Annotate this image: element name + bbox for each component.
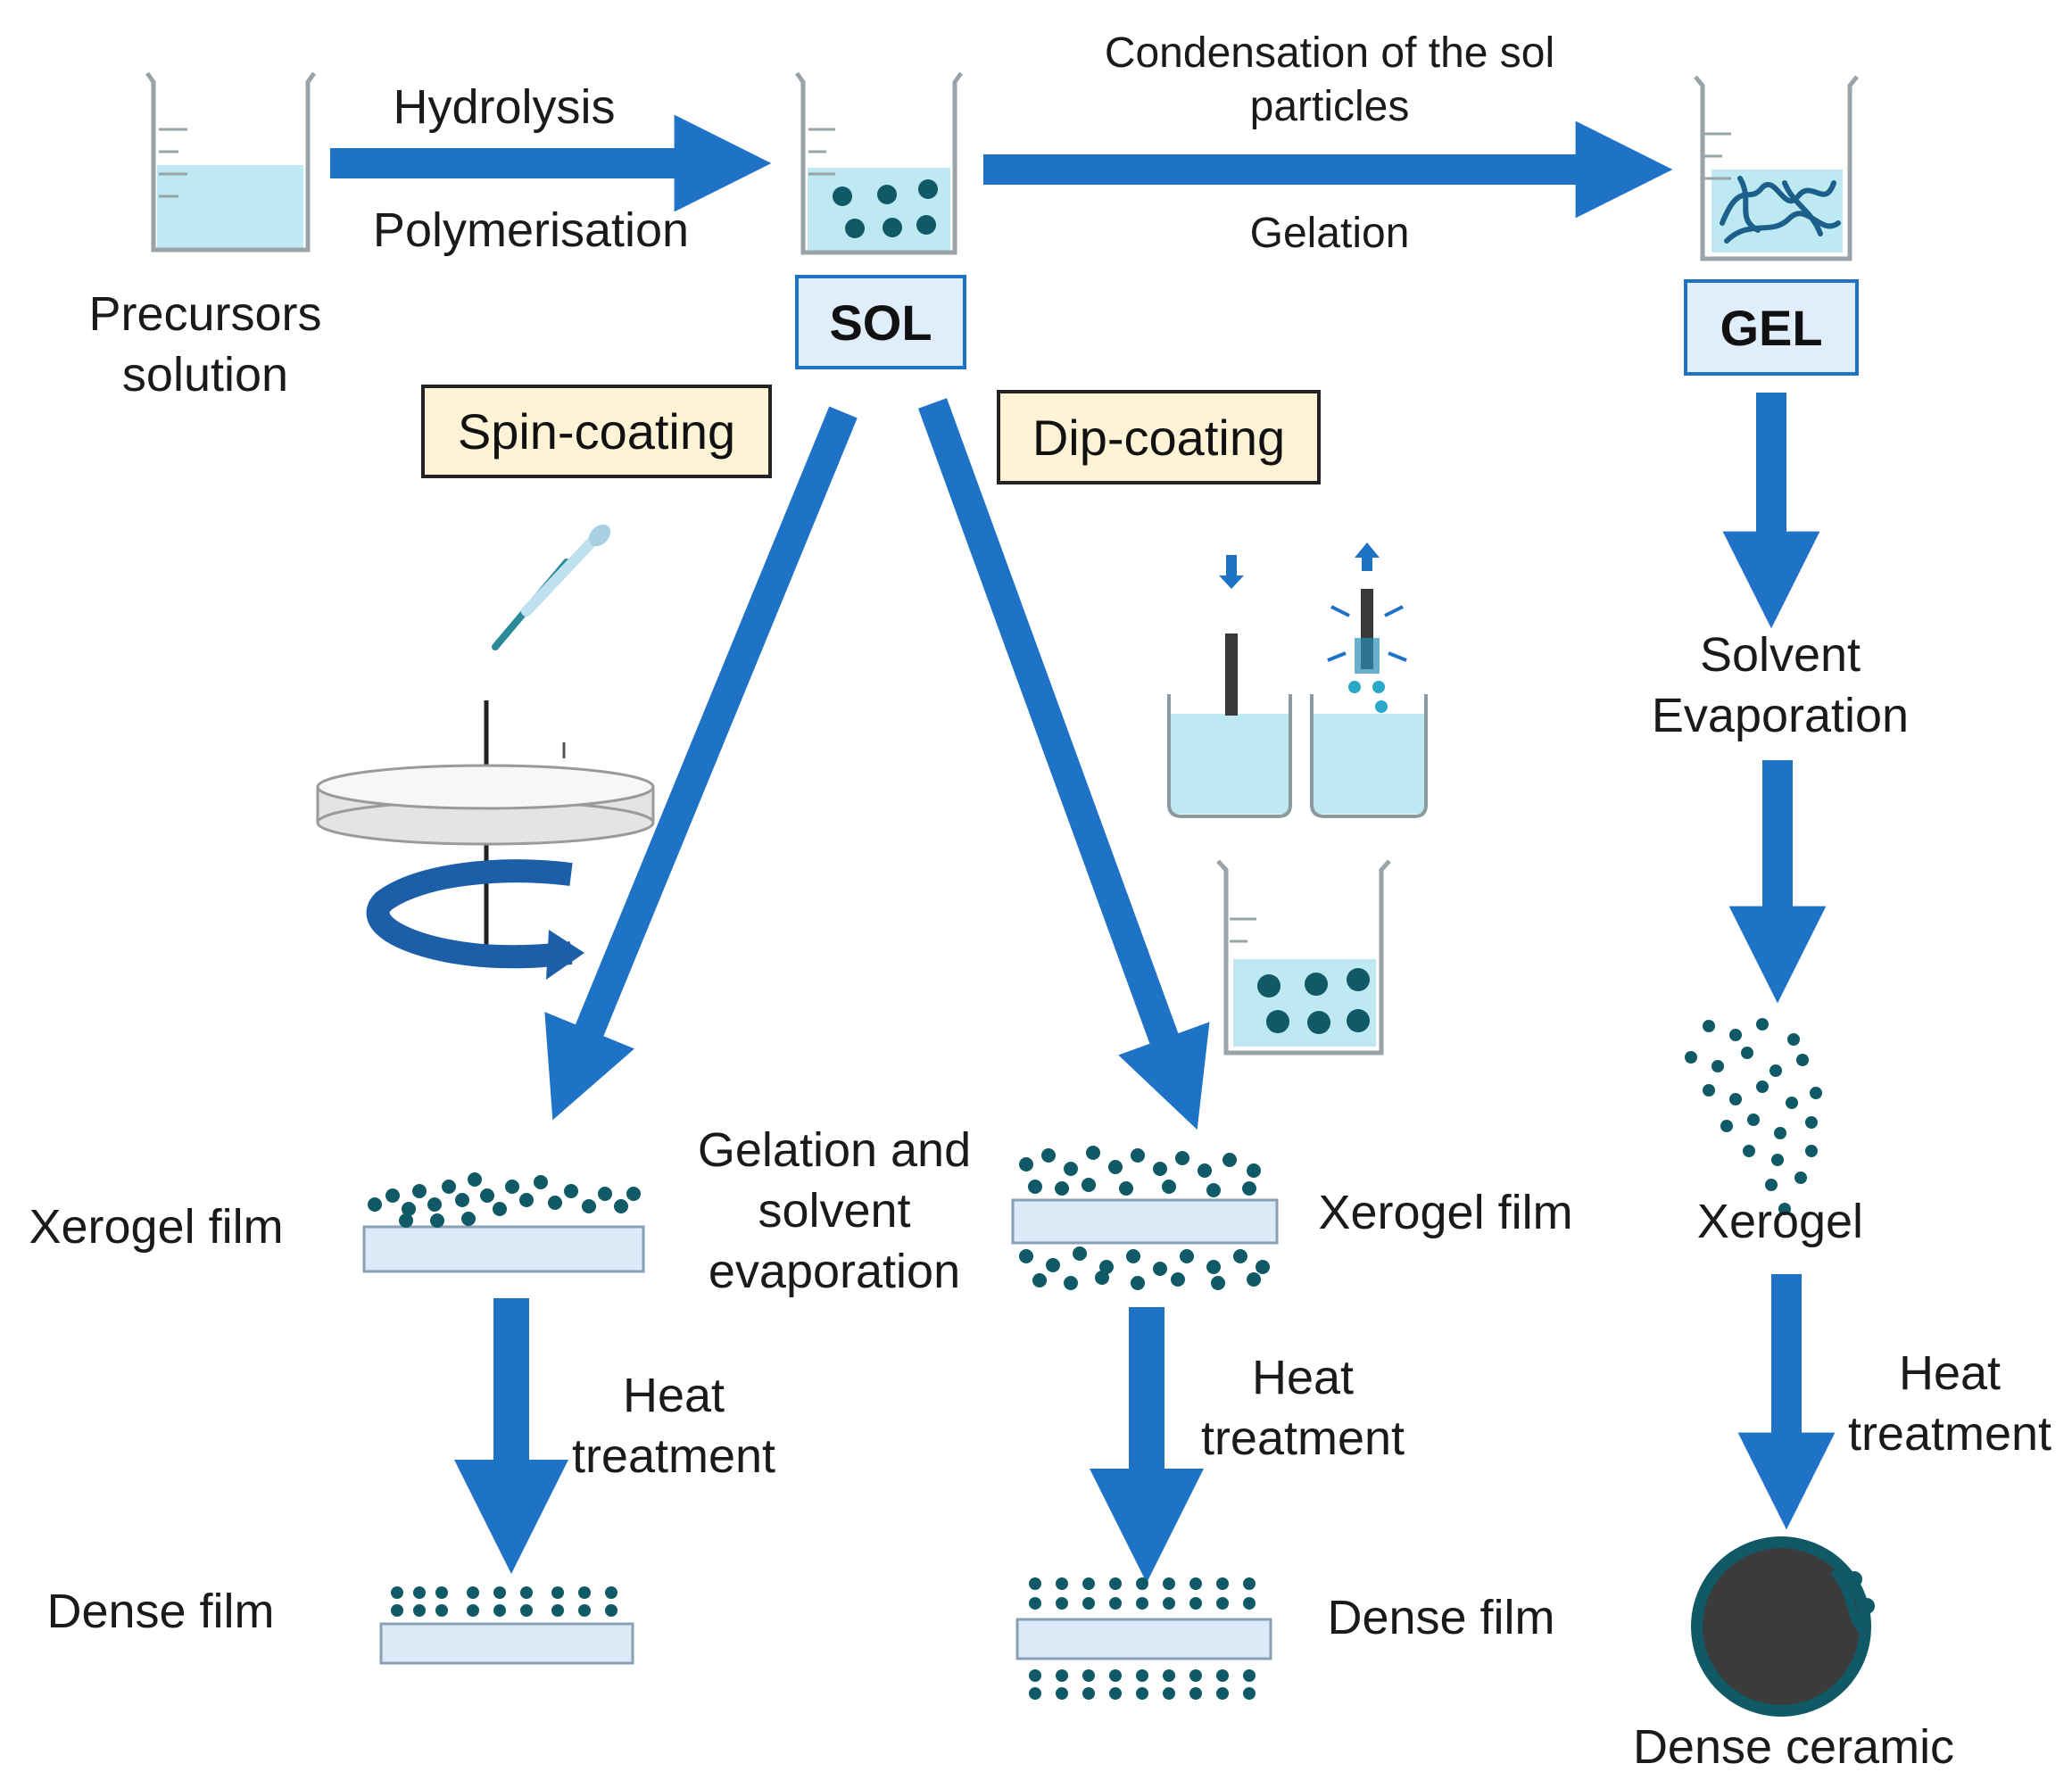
gelation-evaporation-label: Gelation and solvent evaporation [665,1120,1004,1302]
sol-box: SOL [795,275,966,369]
gel-box: GEL [1684,279,1859,376]
solvent-evaporation-line1: Solvent [1699,628,1861,682]
dense-ceramic-icon [1691,1536,1875,1717]
dip-heat-line1: Heat [1251,1351,1355,1404]
precursors-beaker [145,71,317,253]
xerogel-powder-icon [1685,1018,1822,1215]
pipette-icon [492,524,611,650]
gelation-label: Gelation [1249,210,1410,257]
spin-xerogel-label: Xerogel film [29,1200,284,1254]
spin-heat-line1: Heat [622,1369,725,1422]
hydrolysis-label: Hydrolysis [393,80,616,134]
gelation-evaporation-line1: Gelation and [697,1123,972,1177]
condensation-line1: Condensation of the sol [1104,29,1555,77]
gel-heat-line2: treatment [1847,1407,2052,1461]
dip-coating-box: Dip-coating [997,390,1321,484]
gel-network [1720,176,1841,244]
precursors-line1: Precursors [88,287,322,341]
arrow-sol-to-dip [918,398,1210,1130]
dip-heat-line2: treatment [1200,1412,1405,1465]
spin-dense-film-icon [379,1586,634,1665]
dip-xerogel-film-icon [1011,1146,1279,1290]
spin-xerogel-film-icon [362,1172,645,1273]
dense-ceramic-label: Dense ceramic [1632,1720,1955,1774]
gel-heat-line1: Heat [1898,1346,2002,1400]
dip-dense-film-icon [1015,1577,1272,1700]
precursors-label: Precursors solution [54,284,357,405]
sol-beaker-dip [1216,859,1391,1056]
gel-beaker [1694,75,1859,261]
spin-coating-label: Spin-coating [457,403,736,459]
gelation-evaporation-line3: evaporation [708,1245,961,1298]
sol-particles [833,179,938,238]
spin-coating-box: Spin-coating [421,385,772,478]
spin-coater-icon [316,700,655,980]
sol-label: SOL [829,294,932,351]
dip-dense-label: Dense film [1327,1591,1555,1644]
precursors-line2: solution [121,348,289,402]
dip-heat-label: Heat treatment [1187,1347,1419,1469]
solvent-evaporation-line2: Evaporation [1651,689,1910,742]
gel-label: GEL [1720,299,1823,356]
spin-heat-line2: treatment [571,1429,776,1483]
gel-heat-label: Heat treatment [1834,1343,2066,1464]
arrow-sol-to-spin [544,406,858,1121]
solvent-evaporation-label: Solvent Evaporation [1620,625,1941,746]
gelation-evaporation-line2: solvent [758,1184,911,1238]
spin-heat-label: Heat treatment [553,1365,794,1486]
sol-beaker [794,71,964,255]
condensation-line2: particles [1249,83,1410,130]
rotation-arrow-icon [366,859,573,969]
xerogel-label: Xerogel [1696,1195,1864,1248]
dip-coating-icon [1167,542,1428,818]
dip-coating-label: Dip-coating [1032,409,1286,466]
spin-dense-label: Dense film [46,1585,275,1638]
polymerisation-label: Polymerisation [372,203,690,257]
dip-xerogel-label: Xerogel film [1318,1186,1573,1239]
condensation-label: Condensation of the sol particles [1062,27,1597,134]
